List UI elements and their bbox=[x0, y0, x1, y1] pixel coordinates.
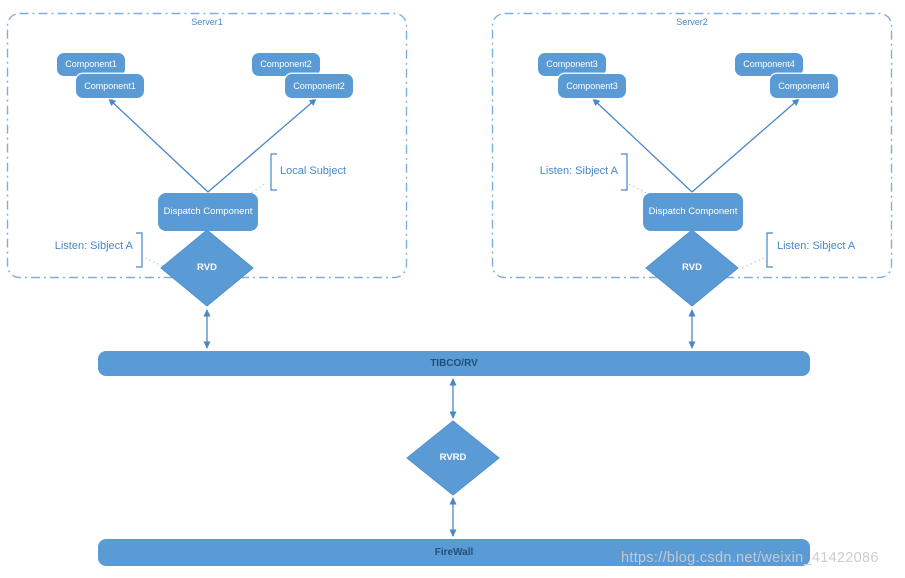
arrow-dispatch2-to-component3 bbox=[592, 98, 693, 193]
arrow-dispatch1-to-component2 bbox=[207, 98, 317, 193]
listen-subject-label-server2-right: Listen: Sibject A bbox=[777, 240, 856, 252]
rvd2-diamond bbox=[645, 229, 739, 307]
component2-node-front: Component2 bbox=[285, 74, 353, 98]
component1-node-front: Component1 bbox=[76, 74, 144, 98]
rvrd-label: RVRD bbox=[439, 452, 467, 463]
dotted-listen2-left-to-dispatch2 bbox=[628, 183, 649, 195]
watermark-text: https://blog.csdn.net/weixin_41422086 bbox=[621, 550, 879, 566]
bracket-listen-server2-right bbox=[766, 232, 773, 268]
arrow-dispatch2-to-component4 bbox=[691, 98, 800, 193]
server2-title: Server2 bbox=[676, 17, 708, 27]
bracket-listen-server1 bbox=[136, 232, 143, 268]
arrow-dispatch1-to-component1 bbox=[108, 98, 209, 193]
component3-node-back: Component3 bbox=[538, 53, 606, 76]
component2-node-back: Component2 bbox=[252, 53, 320, 76]
bracket-listen-server2-left bbox=[621, 153, 628, 191]
component4-node-back: Component4 bbox=[735, 53, 803, 76]
rvd2-label: RVD bbox=[682, 262, 702, 273]
listen-subject-label-server1: Listen: Sibject A bbox=[54, 240, 133, 252]
rvd1-label: RVD bbox=[197, 262, 217, 273]
component1-node-back: Component1 bbox=[57, 53, 125, 76]
dotted-listen2-right-to-rvd2 bbox=[741, 257, 765, 269]
listen-subject-label-server2-left: Listen: Sibject A bbox=[539, 165, 618, 177]
server1-title: Server1 bbox=[191, 17, 223, 27]
tibco-rv-bus-bar: TIBCO/RV bbox=[98, 351, 810, 376]
bracket-local-subject bbox=[270, 153, 277, 191]
firewall-label: FireWall bbox=[434, 547, 474, 558]
rvd1-diamond bbox=[160, 229, 254, 307]
dispatch-component2-node: Dispatch Component bbox=[643, 193, 743, 231]
local-subject-label: Local Subject bbox=[280, 165, 347, 177]
rvrd-diamond bbox=[406, 420, 500, 496]
component3-node-front: Component3 bbox=[558, 74, 626, 98]
firewall-bar: FireWall bbox=[98, 539, 810, 566]
component4-node-front: Component4 bbox=[770, 74, 838, 98]
dispatch-component1-node: Dispatch Component bbox=[158, 193, 258, 231]
tibco-rv-bus-label: TIBCO/RV bbox=[430, 358, 478, 369]
dotted-local-subject-to-dispatch1 bbox=[249, 183, 265, 195]
